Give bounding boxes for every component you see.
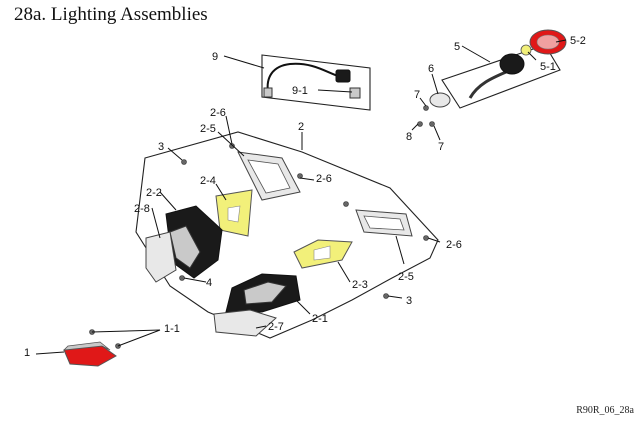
callout-3b: 3: [406, 295, 412, 307]
bolt-4: [179, 275, 185, 281]
leader-2-1: [295, 299, 311, 315]
lower-headlight-lens: [213, 309, 277, 337]
callout-9: 9: [212, 51, 218, 63]
callout-6: 6: [428, 63, 434, 75]
callout-2-6b: 2-6: [316, 173, 332, 185]
upper-gasket-window: [247, 159, 291, 194]
leader-8: [411, 123, 419, 131]
callout-2-1: 2-1: [312, 313, 328, 325]
reflector-group: [35, 329, 161, 367]
headlight-bracket-group: [135, 115, 441, 339]
callout-7b: 7: [438, 141, 444, 153]
leader-2-6b: [299, 177, 315, 181]
harness-end: [349, 87, 361, 99]
harness-group: [223, 54, 371, 111]
callout-5: 5: [454, 41, 460, 53]
bolt-7b: [429, 121, 435, 127]
leader-2-8: [151, 207, 161, 239]
leader-7b: [433, 125, 441, 141]
lower-headlight-reflector: [243, 281, 287, 305]
callout-2-5a: 2-5: [200, 123, 216, 135]
callout-1: 1: [24, 347, 30, 359]
callout-2-3: 2-3: [352, 279, 368, 291]
red-reflector-bezel: [62, 341, 111, 351]
tail-light-box: [441, 44, 561, 109]
bolt-7a: [423, 105, 429, 111]
leader-1: [35, 351, 65, 355]
bolt-3-lower: [383, 293, 389, 299]
diagram-reference: R90R_06_28a: [576, 405, 634, 416]
leader-5-1: [527, 51, 537, 61]
lower-yellow-lens-reflector: [313, 245, 331, 261]
leader-7a: [419, 97, 427, 107]
harness-box: [261, 54, 371, 111]
callout-2-4: 2-4: [200, 175, 216, 187]
callout-2-6a: 2-6: [210, 107, 226, 119]
right-gasket-window: [363, 215, 405, 231]
upper-yellow-lens-reflector: [227, 205, 241, 223]
leader-1-1b: [117, 329, 161, 347]
tail-light-housing: [499, 53, 525, 75]
callout-2-8: 2-8: [134, 203, 150, 215]
leader-1-1a: [91, 329, 161, 333]
upper-headlight-reflector: [169, 225, 201, 269]
leader-9: [223, 55, 265, 69]
callout-7a: 7: [414, 89, 420, 101]
leader-2-2: [159, 191, 177, 211]
harness-plug: [263, 87, 273, 98]
tail-light-stem: [468, 70, 507, 99]
callout-3a: 3: [158, 141, 164, 153]
callout-8: 8: [406, 131, 412, 143]
leader-3b: [387, 295, 403, 299]
callout-5-2: 5-2: [570, 35, 586, 47]
leader-2-5b: [395, 235, 405, 265]
callout-2-7: 2-7: [268, 321, 284, 333]
callout-2-6c: 2-6: [446, 239, 462, 251]
bolt-8: [417, 121, 423, 127]
leader-2-7: [255, 325, 267, 329]
page-title: 28a. Lighting Assemblies: [14, 4, 208, 25]
tail-light-lens-inner: [536, 34, 560, 50]
leader-5: [461, 45, 491, 63]
leader-2-6a: [225, 115, 233, 145]
tail-light-bracket: [429, 92, 451, 108]
callout-2-5b: 2-5: [398, 271, 414, 283]
headlight-bracket-outline: [135, 131, 439, 339]
bolt-mid: [343, 201, 349, 207]
leader-4: [183, 277, 207, 283]
callout-9-1: 9-1: [292, 85, 308, 97]
leader-2-3: [337, 261, 351, 283]
bolt-3-upper: [181, 159, 187, 165]
upper-headlight-lens: [145, 231, 177, 283]
callout-4: 4: [206, 277, 212, 289]
leader-2-4: [215, 183, 227, 201]
leader-3a: [167, 147, 183, 161]
callout-1-1: 1-1: [164, 323, 180, 335]
harness-cable: [266, 62, 339, 93]
callout-2-2: 2-2: [146, 187, 162, 199]
harness-connector: [335, 69, 351, 83]
leader-6: [431, 73, 439, 95]
leader-9-1: [317, 89, 353, 93]
leader-2-6c: [427, 237, 441, 243]
bolt-2-6-lower: [423, 235, 429, 241]
tail-light-group: [411, 29, 567, 141]
leader-5-2: [555, 39, 567, 43]
callout-5-1: 5-1: [540, 61, 556, 73]
leader-2-5a: [217, 131, 245, 157]
callout-2: 2: [298, 121, 304, 133]
